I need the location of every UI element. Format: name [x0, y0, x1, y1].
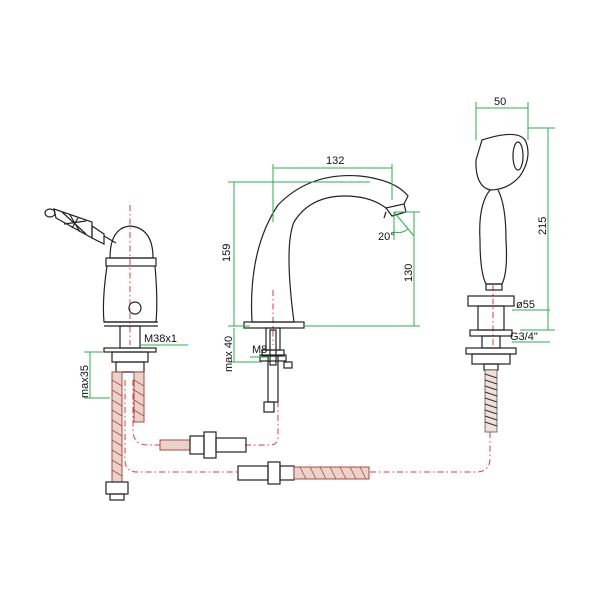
- hose-centerline-to-shower: [370, 432, 491, 473]
- dimensions: 50 215 ø55 G3/4" 132 159 130 20°: [79, 96, 555, 399]
- valve-nut: [111, 351, 149, 363]
- hose-connector-middle: [159, 431, 247, 459]
- shower-head: [475, 133, 529, 191]
- spout-base: [243, 321, 305, 329]
- dim-spout-height: 159: [221, 244, 233, 262]
- valve-button: [128, 301, 142, 315]
- hose-centerline-left: [132, 380, 190, 446]
- dim-shower-width: 50: [494, 96, 506, 108]
- dim-spout-length: 132: [326, 155, 344, 167]
- dim-valve-max: max35: [79, 365, 91, 398]
- hose-centerline-bottom: [124, 380, 240, 473]
- hand-shower: [465, 133, 529, 433]
- dim-shower-height: 215: [537, 217, 549, 235]
- spout: [243, 174, 409, 413]
- hose-connector-bottom: [237, 461, 370, 485]
- hose-centerlines: [124, 205, 494, 473]
- crystal-lever: [44, 208, 117, 245]
- dim-spout-angle: 20°: [378, 231, 395, 243]
- spout-outline: [250, 174, 409, 323]
- dim-spout-reach-height: 130: [403, 264, 415, 282]
- mixer-valve: [44, 208, 370, 501]
- dim-shower-thread: G3/4": [510, 331, 538, 343]
- valve-hoses: [105, 371, 145, 501]
- dim-valve-thread: M38x1: [144, 333, 177, 345]
- valve-collar: [105, 257, 157, 267]
- dim-spout-thread: M8: [252, 344, 267, 356]
- shower-hose: [484, 369, 498, 433]
- dim-spout-max: max 40: [223, 336, 235, 372]
- valve-dome: [109, 225, 154, 259]
- shower-handle: [479, 189, 508, 285]
- shower-holder: [467, 295, 515, 307]
- spout-stud: [269, 329, 277, 366]
- dim-shower-base-dia: ø55: [516, 299, 535, 311]
- hose-centerline-right-spout: [245, 360, 279, 446]
- valve-washer: [103, 347, 157, 353]
